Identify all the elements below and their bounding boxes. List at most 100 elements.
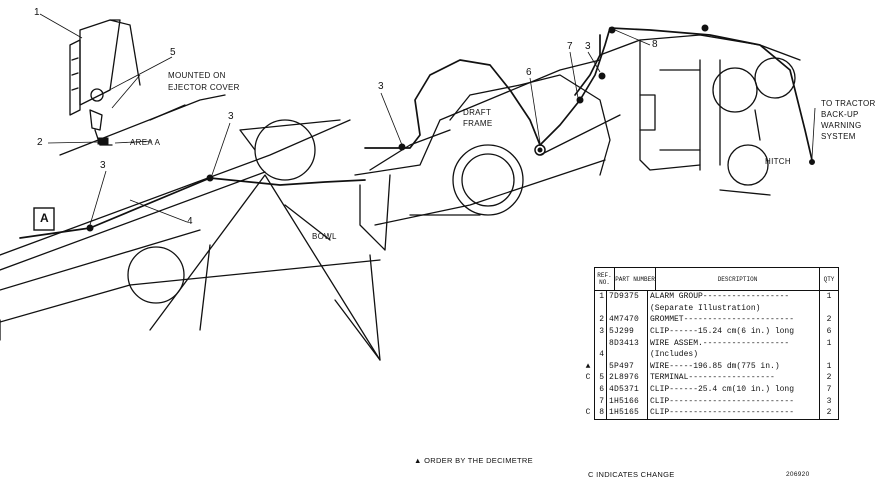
alarm-box	[79, 19, 121, 106]
callout-8: 8	[652, 39, 658, 50]
cell-part-number: 5P497	[607, 360, 648, 373]
cell-quantity: 1	[826, 338, 832, 348]
wire-harness	[19, 27, 813, 239]
cell-part-number: 2L8976	[607, 372, 648, 384]
cell-ref-no: 3	[595, 325, 607, 338]
cell-description: (Includes)	[648, 348, 820, 361]
bowl-hub	[127, 246, 185, 304]
drawing-code: 206920	[786, 471, 810, 478]
cell-quantity: 2	[826, 408, 832, 418]
callout-2: 2	[37, 137, 43, 148]
callout-3-mid: 3	[228, 111, 234, 122]
cell-quantity: 6	[826, 327, 832, 337]
label-frame: FRAME	[463, 119, 493, 128]
cell-ref-no: 6	[595, 383, 607, 396]
cell-description: CLIP------15.24 cm(6 in.) long	[648, 325, 820, 338]
cell-quantity: 7	[826, 385, 832, 395]
table-row: (Separate Illustration)	[595, 302, 838, 315]
cell-part-number: 7D9375	[607, 291, 648, 303]
label-tractor-1: TO TRACTOR	[821, 99, 876, 108]
draft-frame-hub	[452, 144, 524, 216]
label-area-a: AREA A	[130, 138, 161, 147]
cell-description: WIRE ASSEM.------------------	[648, 337, 820, 349]
callout-7: 7	[567, 41, 573, 52]
cell-description: WIRE-----196.85 dm(775 in.)	[648, 360, 820, 373]
order-note: ▲ ORDER BY THE DECIMETRE	[414, 456, 533, 465]
cell-part-number: 4M7470	[607, 314, 648, 326]
callout-3-hitch: 3	[585, 41, 591, 52]
label-tractor-2: BACK-UP	[821, 110, 859, 119]
cell-part-number: 5J299	[607, 325, 648, 338]
bowl-upper-rail	[0, 119, 351, 256]
header-qty: QTY	[823, 275, 835, 283]
cell-ref-no: 7	[595, 395, 607, 407]
clips	[86, 24, 815, 232]
cell-ref-no: 2	[595, 314, 607, 326]
cell-description: CLIP--------------------------	[648, 406, 820, 419]
cell-marker: ▲	[585, 361, 591, 371]
cell-description: CLIP--------------------------	[648, 395, 820, 407]
table-row: 4 (Includes)	[595, 348, 838, 361]
cell-part-number: 1H5165	[607, 406, 648, 419]
cell-ref-no: 8	[595, 406, 607, 419]
cell-ref-no: 5	[595, 372, 607, 384]
hitch-pivot	[727, 144, 769, 186]
header-description: DESCRIPTION	[656, 268, 820, 290]
hitch-wheel-b	[754, 57, 796, 99]
cell-quantity: 2	[826, 373, 832, 383]
bowl-truss	[149, 174, 381, 361]
label-bowl: BOWL	[312, 232, 337, 241]
callout-a: A	[40, 211, 49, 225]
cell-part-number	[607, 302, 648, 315]
cell-marker: C	[585, 408, 591, 418]
callout-3-draft: 3	[378, 81, 384, 92]
cell-quantity: 2	[826, 315, 832, 325]
label-hitch: HITCH	[765, 157, 791, 166]
cell-part-number: 4D5371	[607, 383, 648, 396]
view-a-marker	[33, 207, 55, 231]
cell-ref-no: 1	[595, 291, 607, 303]
callout-3-left: 3	[100, 160, 106, 171]
hitch-wheel-a	[712, 67, 758, 113]
draft-frame	[354, 59, 601, 176]
label-tractor-4: SYSTEM	[821, 132, 856, 141]
cell-description: GROMMET-----------------------	[648, 314, 820, 326]
cell-description: ALARM GROUP------------------	[648, 291, 820, 303]
cell-description: CLIP------25.4 cm(10 in.) long	[648, 383, 820, 396]
label-tractor-3: WARNING	[821, 121, 862, 130]
cell-part-number	[607, 348, 648, 361]
cell-quantity: 1	[826, 292, 832, 302]
label-ejector-cover: EJECTOR COVER	[168, 83, 240, 92]
cell-marker: C	[585, 373, 591, 383]
callout-5: 5	[170, 47, 176, 58]
cell-ref-no	[595, 302, 607, 315]
callout-6: 6	[526, 67, 532, 78]
change-note: C INDICATES CHANGE	[588, 470, 675, 479]
header-ref: REF. NO.	[595, 268, 615, 290]
leader-lines	[39, 13, 816, 226]
table-row: ▲ 5P497 WIRE-----196.85 dm(775 in.) 1	[586, 360, 838, 373]
cell-part-number: 8D3413	[607, 337, 648, 349]
label-mounted-on: MOUNTED ON	[168, 71, 226, 80]
cell-quantity: 1	[826, 361, 832, 371]
hitch-frame	[599, 34, 801, 61]
upper-sheave	[254, 119, 316, 181]
cell-ref-no	[595, 360, 607, 373]
cell-ref-no: 4	[595, 348, 607, 361]
cell-part-number: 1H5166	[607, 395, 648, 407]
cell-quantity: 3	[826, 396, 832, 406]
callout-4: 4	[187, 216, 193, 227]
parts-table-header: REF. NO. PART NUMBER DESCRIPTION QTY	[595, 268, 838, 291]
